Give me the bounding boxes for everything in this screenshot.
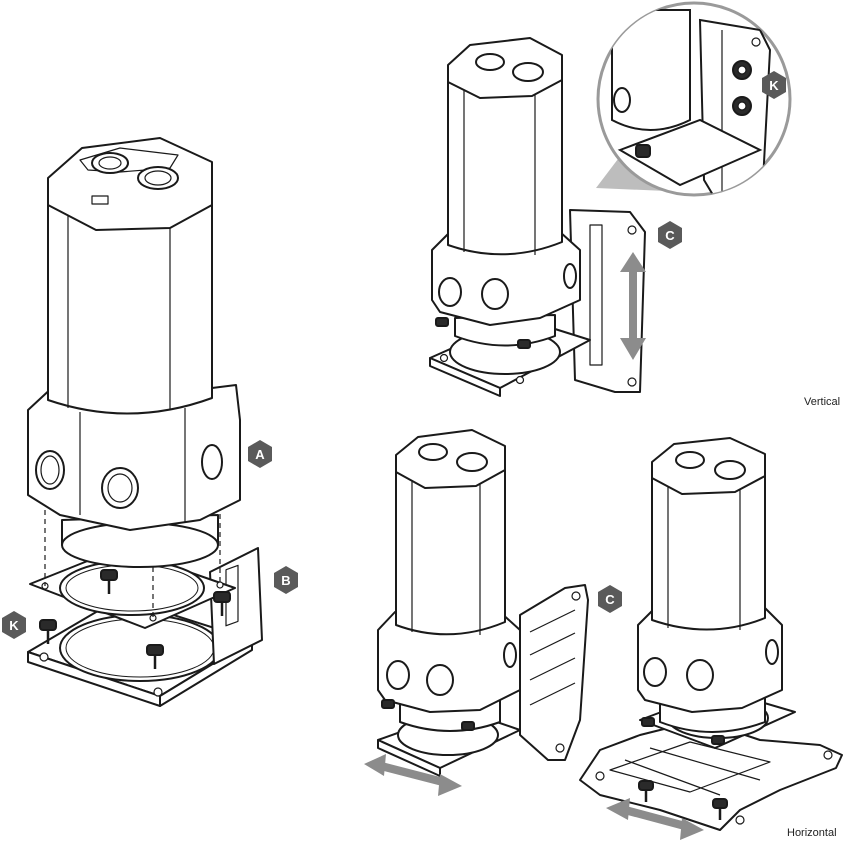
caption-vertical: Vertical — [804, 396, 840, 408]
callout-letter-k-left: K — [9, 618, 19, 633]
callout-letter-k-zoom: K — [769, 78, 779, 93]
callout-badge-a: A — [248, 440, 272, 468]
vertical-pump — [432, 38, 580, 348]
callout-badge-c-vertical: C — [658, 221, 682, 249]
side-pump — [378, 430, 520, 731]
caption-horizontal: Horizontal — [787, 827, 837, 839]
callout-badge-k-left: K — [2, 611, 26, 639]
callout-letter-c-horizontal: C — [605, 592, 615, 607]
zoom-thumb-screw-2 — [733, 97, 751, 115]
floor-pump — [638, 438, 782, 744]
callout-letter-a: A — [255, 447, 265, 462]
pump-body — [28, 138, 240, 567]
bracket-wall — [210, 548, 262, 664]
exploded-pump-assembly — [28, 138, 262, 706]
callout-badge-b: B — [274, 566, 298, 594]
side-wall-bracket — [520, 585, 588, 760]
zoom-thumb-screw-1 — [733, 61, 751, 79]
horizontal-mount-illustration-floor — [580, 438, 842, 830]
callout-badge-c-horizontal: C — [598, 585, 622, 613]
horizontal-mount-illustration-side — [378, 430, 588, 776]
callout-letter-c-vertical: C — [665, 228, 675, 243]
callout-letter-b: B — [281, 573, 290, 588]
